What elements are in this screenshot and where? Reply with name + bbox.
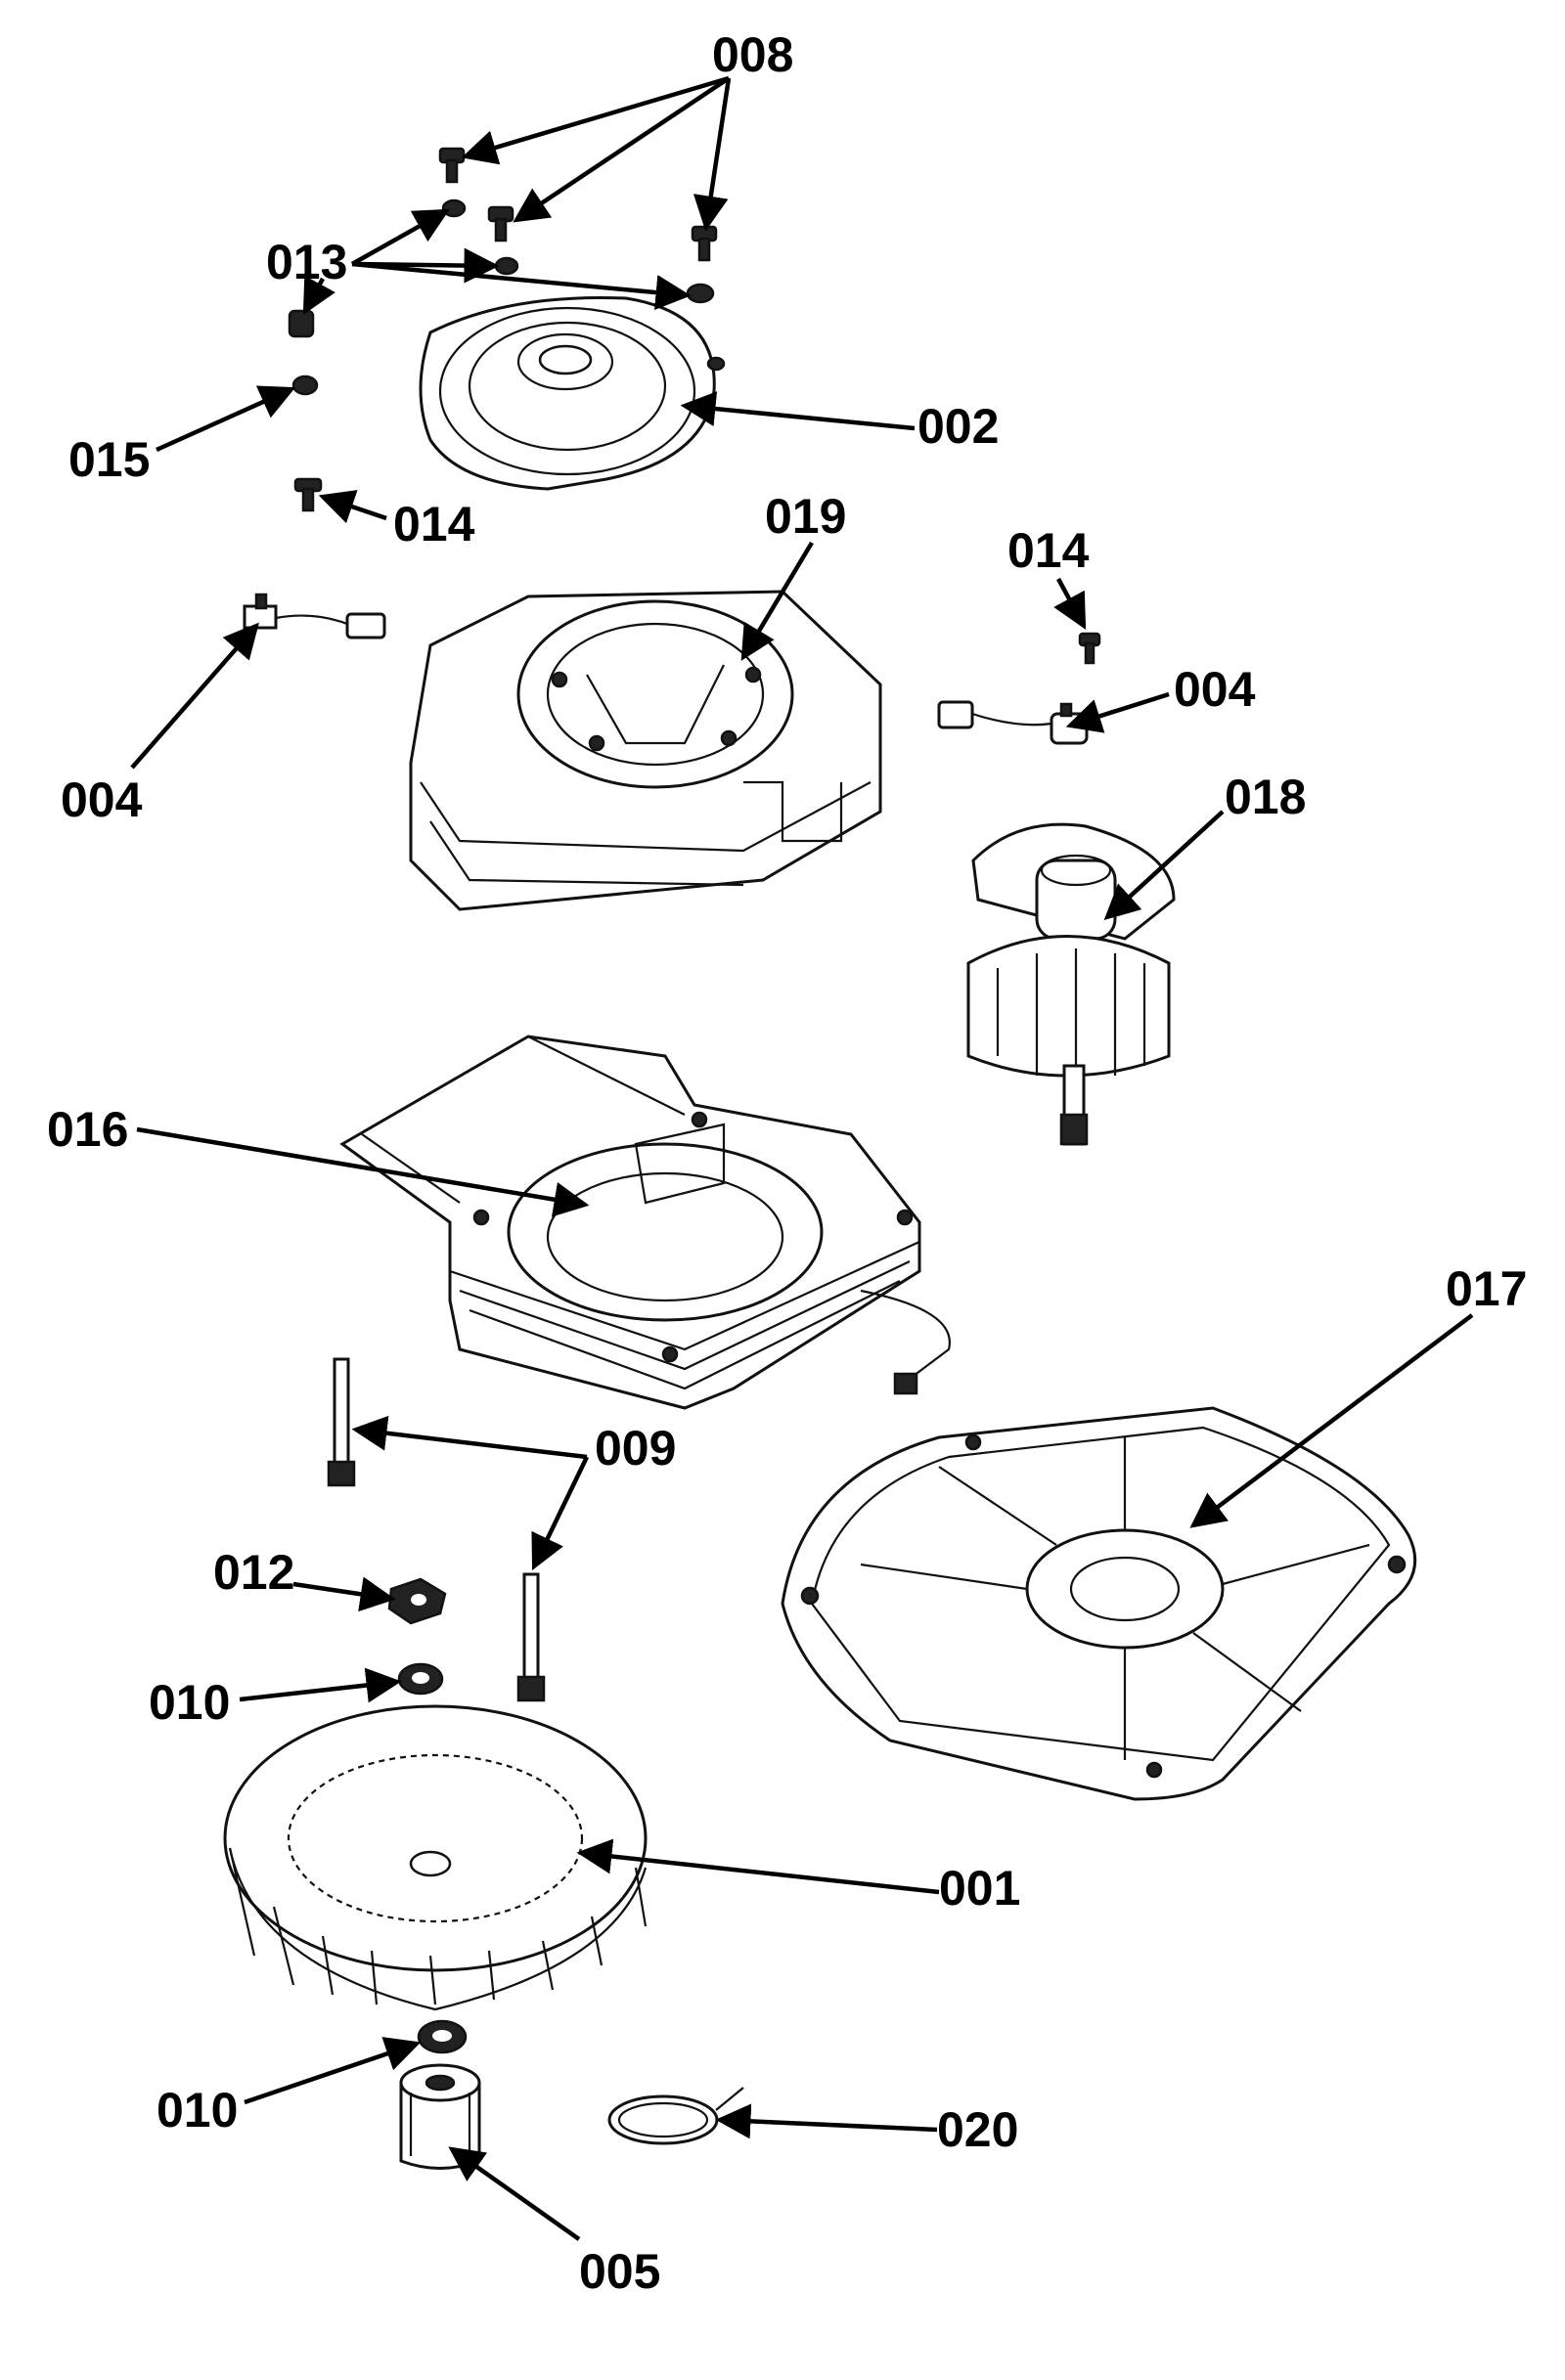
callout-020: 020 bbox=[937, 2102, 1018, 2157]
part-016-field-stator bbox=[339, 1035, 951, 1410]
callout-015: 015 bbox=[68, 432, 150, 487]
part-015-washer bbox=[291, 375, 319, 396]
callout-004-right: 004 bbox=[1174, 662, 1256, 717]
callout-008: 008 bbox=[712, 27, 793, 82]
callout-005: 005 bbox=[579, 2244, 660, 2299]
part-020-ring bbox=[607, 2087, 744, 2145]
part-012-nut bbox=[387, 1577, 447, 1625]
part-005-spacer bbox=[399, 2063, 481, 2170]
part-010-washer-upper bbox=[397, 1662, 444, 1696]
callout-010-lower: 010 bbox=[156, 2083, 238, 2138]
callout-002: 002 bbox=[917, 399, 999, 454]
part-014-screw-left bbox=[293, 477, 323, 512]
part-009-bolts bbox=[327, 1357, 546, 1702]
callout-004-left: 004 bbox=[61, 772, 143, 827]
callout-010-upper: 010 bbox=[149, 1675, 230, 1730]
part-001-fan bbox=[223, 1704, 648, 2011]
callout-019: 019 bbox=[765, 489, 846, 544]
callout-014-right: 014 bbox=[1007, 523, 1090, 578]
leader-lines bbox=[130, 75, 1474, 2241]
callout-labels: 008 013 015 002 014 019 014 004 004 018 … bbox=[47, 27, 1527, 2299]
part-017-base-housing bbox=[781, 1406, 1417, 1801]
callout-014-left: 014 bbox=[393, 497, 475, 551]
callout-009: 009 bbox=[595, 1421, 676, 1476]
callout-012: 012 bbox=[213, 1545, 294, 1600]
part-014-screw-right bbox=[1078, 632, 1101, 665]
callout-018: 018 bbox=[1225, 770, 1306, 824]
part-018-armature bbox=[966, 822, 1176, 1146]
part-008-screws bbox=[438, 147, 718, 262]
callout-017: 017 bbox=[1446, 1261, 1527, 1316]
callout-013: 013 bbox=[266, 235, 347, 289]
part-019-housing bbox=[409, 590, 882, 911]
part-004-brush-left bbox=[243, 593, 386, 639]
callout-001: 001 bbox=[939, 1861, 1020, 1916]
part-004-brush-right bbox=[937, 700, 1089, 745]
part-002-end-bell bbox=[419, 295, 726, 491]
callout-016: 016 bbox=[47, 1102, 128, 1157]
part-010-washer-lower bbox=[417, 2019, 468, 2054]
